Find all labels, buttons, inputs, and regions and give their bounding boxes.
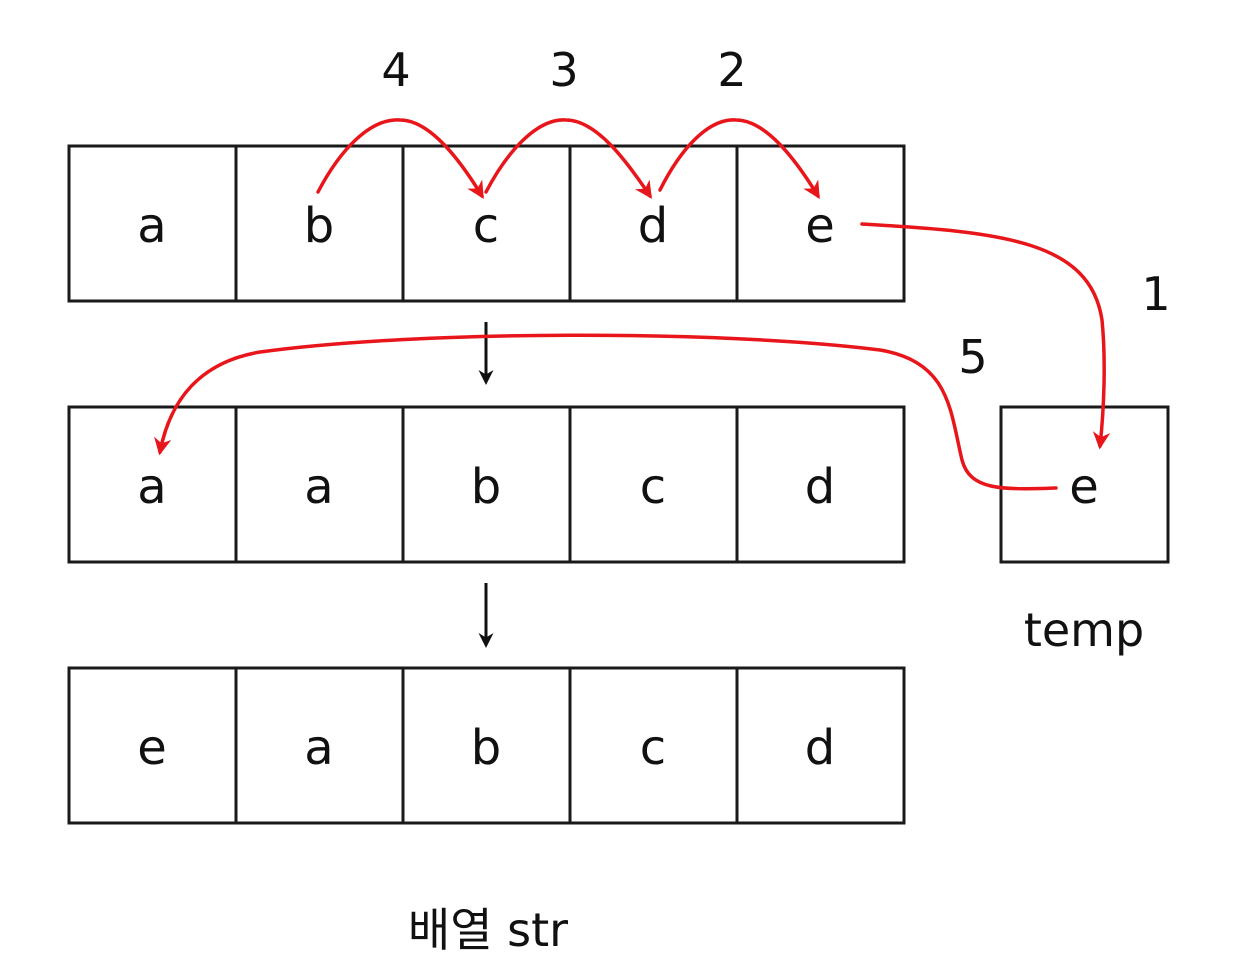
- step-label-4: 4: [381, 43, 410, 97]
- step-label-3: 3: [549, 43, 578, 97]
- step-label-1: 1: [1141, 267, 1170, 321]
- array-cell: b: [401, 666, 572, 825]
- shift-arrow-step4: [316, 118, 484, 199]
- cell-value: d: [805, 720, 835, 776]
- cell-value: a: [137, 459, 166, 515]
- cell-value: a: [137, 198, 166, 254]
- array-cell: e: [67, 666, 238, 825]
- array-row-original: a b c d e: [67, 144, 906, 303]
- to-temp-arrow-step1: [860, 222, 1111, 450]
- cell-value: c: [640, 720, 666, 776]
- cell-value: b: [471, 459, 501, 515]
- array-cell: a: [234, 405, 405, 564]
- cell-value: b: [471, 720, 501, 776]
- temp-box: e: [999, 405, 1170, 564]
- shift-arrow-step2: [658, 118, 820, 199]
- array-row-shifted: a a b c d: [67, 405, 906, 564]
- temp-label: temp: [1024, 603, 1144, 657]
- cell-value: b: [304, 198, 334, 254]
- cell-value: e: [805, 198, 835, 254]
- from-temp-arrow-step5: [154, 333, 1058, 491]
- array-row-final: e a b c d: [67, 666, 906, 825]
- cell-value: d: [638, 198, 668, 254]
- array-cell: c: [568, 666, 739, 825]
- array-cell: a: [67, 405, 238, 564]
- array-caption: 배열 str: [408, 903, 568, 957]
- cell-value: c: [473, 198, 499, 254]
- array-cell: d: [735, 405, 906, 564]
- array-cell: a: [234, 666, 405, 825]
- cell-value: a: [304, 720, 333, 776]
- cell-value: c: [640, 459, 666, 515]
- array-cell: d: [735, 666, 906, 825]
- array-cell: e: [735, 144, 906, 303]
- cell-value: e: [137, 720, 167, 776]
- step-label-5: 5: [958, 330, 987, 384]
- array-cell: b: [401, 405, 572, 564]
- cell-value: a: [304, 459, 333, 515]
- array-cell: a: [67, 144, 238, 303]
- array-cell: c: [401, 144, 572, 303]
- step-label-2: 2: [717, 43, 746, 97]
- temp-value: e: [1069, 459, 1099, 515]
- array-cell: b: [234, 144, 405, 303]
- array-cell: c: [568, 405, 739, 564]
- shift-arrow-step3: [484, 118, 652, 199]
- array-cell: d: [568, 144, 739, 303]
- cell-value: d: [805, 459, 835, 515]
